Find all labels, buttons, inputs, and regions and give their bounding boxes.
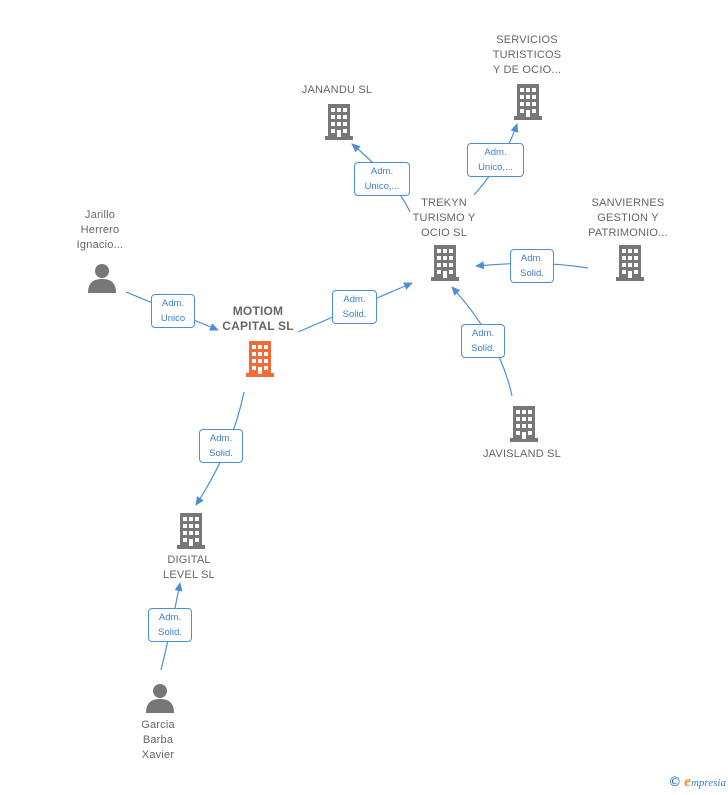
person-icon[interactable]: [88, 264, 116, 293]
edge-label-line: Solid.: [158, 627, 182, 638]
person-icon[interactable]: [146, 684, 174, 713]
label-line: MOTIOM: [232, 304, 284, 318]
edges: [125, 123, 589, 671]
edge-label-trekyn-servicios[interactable]: Adm. Unico,...: [467, 143, 524, 177]
building-icon[interactable]: [431, 245, 459, 281]
brand-name: mpresia: [690, 777, 726, 789]
edge-label-line: Unico: [160, 313, 186, 324]
edge-label-line: Unico,...: [364, 181, 400, 192]
node-label-sanviernes[interactable]: SANVIERNES GESTION Y PATRIMONIO...: [580, 196, 676, 241]
label-line: Ignacio...: [76, 239, 124, 251]
label-line: JAVISLAND SL: [482, 448, 561, 460]
label-line: SANVIERNES: [591, 197, 665, 209]
edge-label-line: Adm.: [370, 166, 394, 177]
label-line: Herrero: [80, 224, 120, 236]
building-icon[interactable]: [514, 84, 542, 120]
label-line: GESTION Y: [597, 212, 659, 224]
node-label-jarillo[interactable]: Jarillo Herrero Ignacio...: [62, 208, 138, 253]
node-label-servicios[interactable]: SERVICIOS TURISTICOS Y DE OCIO...: [480, 33, 574, 78]
edge-label-line: Adm.: [343, 294, 366, 305]
building-icon[interactable]: [510, 406, 538, 442]
building-icon[interactable]: [325, 104, 353, 140]
label-line: PATRIMONIO...: [588, 227, 668, 239]
edge-label-trekyn-janandu[interactable]: Adm. Unico,...: [354, 162, 410, 196]
label-line: CAPITAL SL: [222, 319, 294, 333]
edge-label-line: Adm.: [484, 147, 507, 158]
edge-label-javisland-trekyn[interactable]: Adm. Solid.: [461, 324, 505, 358]
building-icon[interactable]: [616, 245, 644, 281]
edge-label-line: Adm.: [161, 298, 185, 309]
edge-label-line: Unico,...: [478, 162, 513, 173]
label-line: LEVEL SL: [163, 569, 215, 581]
label-line: OCIO SL: [420, 227, 468, 239]
node-label-motiom[interactable]: MOTIOM CAPITAL SL: [212, 304, 304, 334]
label-line: Jarillo: [84, 209, 116, 221]
building-icon[interactable]: [177, 513, 205, 549]
edge-label-line: Adm.: [158, 612, 182, 623]
edge-label-motiom-digital[interactable]: Adm. Solid.: [199, 429, 243, 463]
label-line: TREKYN: [421, 197, 467, 209]
label-line: TURISTICOS: [492, 49, 562, 61]
label-line: TURISMO Y: [412, 212, 476, 224]
label-line: JANANDU SL: [301, 84, 373, 96]
node-label-digital[interactable]: DIGITAL LEVEL SL: [148, 553, 230, 583]
edge-label-line: Solid.: [342, 309, 367, 320]
edge-label-line: Solid.: [209, 448, 233, 459]
main-building-icon[interactable]: [246, 341, 274, 377]
brand-initial: e: [684, 774, 691, 790]
edge-label-garcia-digital[interactable]: Adm. Solid.: [148, 608, 192, 642]
edge-label-line: Solid.: [471, 343, 495, 354]
edge-label-line: Adm.: [209, 433, 233, 444]
node-label-trekyn[interactable]: TREKYN TURISMO Y OCIO SL: [402, 196, 486, 241]
label-line: Garcia: [141, 719, 175, 731]
edge-label-line: Adm.: [520, 253, 544, 264]
label-line: DIGITAL: [167, 554, 211, 566]
edge-label-line: Solid.: [520, 268, 544, 279]
node-label-javisland[interactable]: JAVISLAND SL: [472, 447, 572, 462]
edge-label-motiom-trekyn[interactable]: Adm. Solid.: [332, 290, 377, 324]
brand-footer[interactable]: ©empresia: [668, 774, 726, 791]
copyright-icon: ©: [668, 775, 682, 790]
node-label-garcia[interactable]: Garcia Barba Xavier: [124, 718, 192, 763]
label-line: Xavier: [141, 749, 175, 761]
node-label-janandu[interactable]: JANANDU SL: [290, 83, 384, 98]
edge-label-sanviernes-trekyn[interactable]: Adm. Solid.: [510, 249, 554, 283]
edge-label-line: Adm.: [471, 328, 495, 339]
edge-label-jarillo-motiom[interactable]: Adm. Unico: [151, 294, 195, 328]
label-line: Y DE OCIO...: [492, 64, 562, 76]
label-line: SERVICIOS: [496, 34, 558, 46]
label-line: Barba: [142, 734, 174, 746]
